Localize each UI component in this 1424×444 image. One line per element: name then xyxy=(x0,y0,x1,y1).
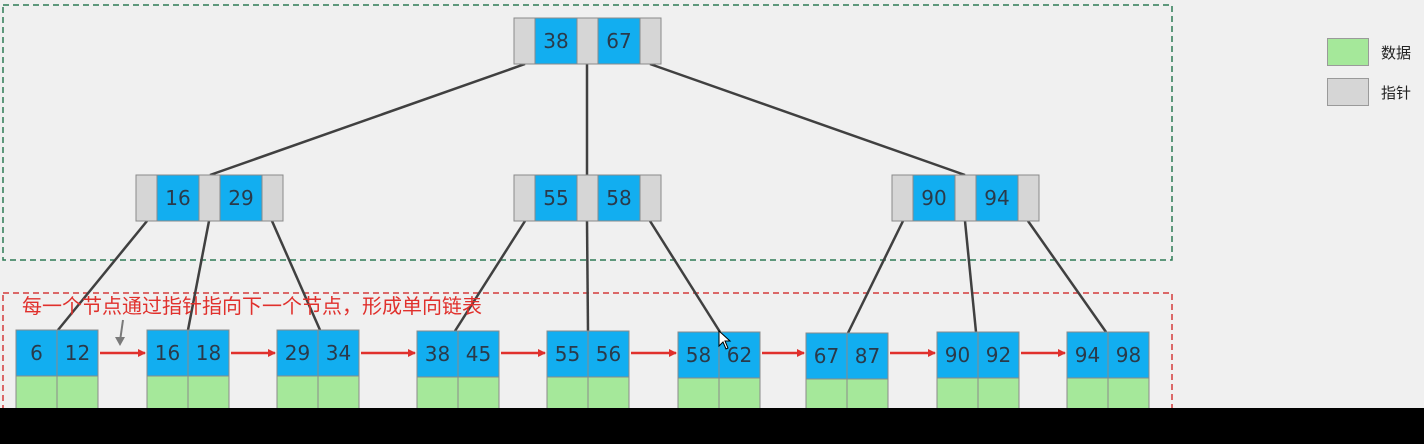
key-cell xyxy=(56,329,99,377)
legend-pointer-label: 指针 xyxy=(1381,84,1412,102)
key-cell xyxy=(805,332,848,380)
pointer-cell xyxy=(135,174,158,222)
key-cell xyxy=(276,329,319,377)
key-label: 38 xyxy=(425,342,450,366)
legend-data-swatch xyxy=(1327,38,1369,66)
edge-internal-leaf-8 xyxy=(963,220,978,333)
key-label: 98 xyxy=(1116,343,1141,367)
pointer-cell xyxy=(891,174,914,222)
pointer-cell xyxy=(513,174,536,222)
key-label: 67 xyxy=(606,29,631,53)
edge-root-left xyxy=(209,62,526,177)
key-label: 18 xyxy=(196,341,221,365)
key-label: 56 xyxy=(596,342,621,366)
leaf-node-3: 29 34 xyxy=(276,329,360,417)
key-cell xyxy=(416,330,459,378)
key-cell xyxy=(317,329,360,377)
legend-pointer: 指针 xyxy=(1327,78,1417,108)
key-label: 29 xyxy=(228,186,253,210)
leaf-node-7: 67 87 xyxy=(805,332,889,420)
pointer-cell xyxy=(261,174,284,222)
key-cell xyxy=(597,17,641,65)
leaf-node-8: 90 92 xyxy=(936,331,1020,419)
pointer-cell xyxy=(513,17,536,65)
key-label: 6 xyxy=(30,341,43,365)
key-label: 67 xyxy=(814,344,839,368)
edge-internal-leaf-6 xyxy=(648,220,722,333)
upper-region-border xyxy=(2,4,1173,261)
edge-internal-leaf-5 xyxy=(585,220,590,332)
leaf-node-9: 94 98 xyxy=(1066,331,1150,419)
pointer-cell xyxy=(1017,174,1040,222)
key-cell xyxy=(597,174,641,222)
linked-list-caption: 每一个节点通过指针指向下一个节点，形成单向链表 xyxy=(22,294,482,318)
pointer-cell xyxy=(639,17,662,65)
key-cell xyxy=(534,174,578,222)
edge-internal-leaf-2 xyxy=(186,220,211,331)
key-label: 38 xyxy=(543,29,568,53)
key-label: 34 xyxy=(326,341,351,365)
edge-internal-leaf-1 xyxy=(57,220,148,331)
key-cell xyxy=(457,330,500,378)
key-label: 92 xyxy=(986,343,1011,367)
key-label: 16 xyxy=(155,341,180,365)
key-label: 58 xyxy=(606,186,631,210)
edge-internal-leaf-7 xyxy=(846,220,905,334)
key-label: 94 xyxy=(984,186,1009,210)
pointer-cell xyxy=(576,174,599,222)
key-cell xyxy=(936,331,979,379)
pointer-cell xyxy=(954,174,977,222)
key-label: 55 xyxy=(543,186,568,210)
key-cell xyxy=(187,329,230,377)
key-label: 16 xyxy=(165,186,190,210)
key-cell xyxy=(219,174,263,222)
key-cell xyxy=(156,174,200,222)
key-cell xyxy=(534,17,578,65)
internal-node-3: 90 94 xyxy=(891,174,1040,222)
key-label: 90 xyxy=(921,186,946,210)
bottom-black-bar xyxy=(0,408,1424,444)
key-label: 45 xyxy=(466,342,491,366)
key-label: 90 xyxy=(945,343,970,367)
pointer-cell xyxy=(198,174,221,222)
leaf-node-5: 55 56 xyxy=(546,330,630,418)
key-cell xyxy=(587,330,630,378)
legend-pointer-swatch xyxy=(1327,78,1369,106)
edge-internal-leaf-9 xyxy=(1026,220,1108,333)
key-label: 55 xyxy=(555,342,580,366)
leaf-node-1: 6 12 xyxy=(15,329,99,417)
key-cell xyxy=(146,329,189,377)
pointer-cell xyxy=(576,17,599,65)
key-cell xyxy=(977,331,1020,379)
edge-internal-leaf-4 xyxy=(453,220,527,332)
key-cell xyxy=(1107,331,1150,379)
hint-arrow-head xyxy=(115,337,125,346)
key-label: 62 xyxy=(727,343,752,367)
legend-data: 数据 xyxy=(1327,38,1417,68)
internal-node-2: 55 58 xyxy=(513,174,662,222)
pointer-cell xyxy=(639,174,662,222)
key-label: 58 xyxy=(686,343,711,367)
edge-root-right xyxy=(649,62,966,177)
root-node: 38 67 xyxy=(513,17,662,65)
key-label: 94 xyxy=(1075,343,1100,367)
mouse-cursor-icon xyxy=(718,330,732,350)
key-label: 87 xyxy=(855,344,880,368)
key-label: 29 xyxy=(285,341,310,365)
leaf-node-4: 38 45 xyxy=(416,330,500,418)
legend-data-label: 数据 xyxy=(1381,44,1412,62)
edge-internal-leaf-3 xyxy=(270,220,322,331)
key-label: 12 xyxy=(65,341,90,365)
